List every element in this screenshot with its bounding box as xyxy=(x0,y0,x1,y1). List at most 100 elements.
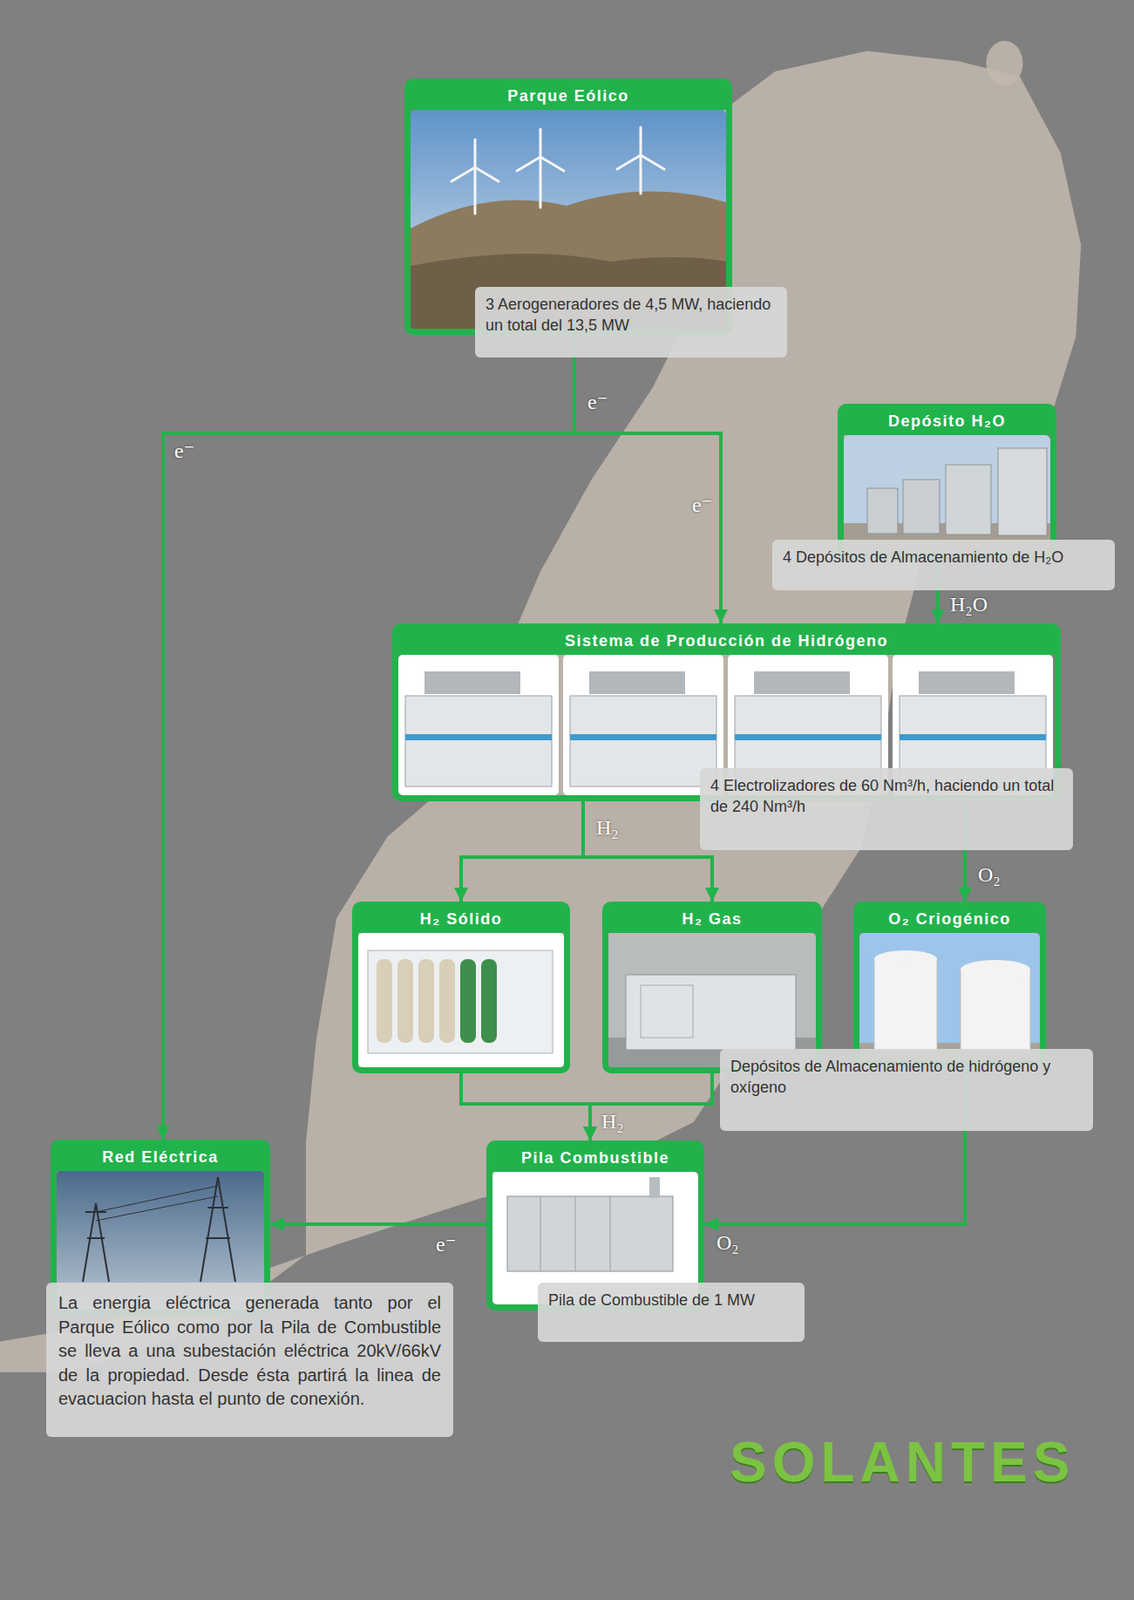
electrolyser-photos xyxy=(570,733,717,741)
box-heading: Red Eléctrica xyxy=(55,1144,265,1171)
process-box: H₂ Gas xyxy=(602,901,822,1073)
island-map xyxy=(985,40,1023,86)
wind-farm-photo xyxy=(451,167,476,182)
electrolyser-photos xyxy=(405,695,552,787)
electrolyser-photos xyxy=(918,671,1015,694)
process-box: Parque Eólico3 Aerogeneradores de 4,5 MW… xyxy=(404,78,733,335)
description-callout: 4 Electrolizadores de 60 Nm³/h, haciendo… xyxy=(699,767,1073,850)
process-box: Depósito H₂O4 Depósitos de Almacenamient… xyxy=(837,403,1057,559)
solid-hydrogen-photo xyxy=(358,932,564,1067)
fuel-cell-photo xyxy=(649,1176,660,1198)
process-box: H₂ Sólido xyxy=(352,901,571,1073)
hydrogen-gas-photo xyxy=(625,974,796,1050)
solid-hydrogen-photo xyxy=(418,958,435,1043)
process-box: O₂ Criogénico xyxy=(853,901,1046,1067)
flow-connector xyxy=(270,1222,487,1226)
flow-label: H₂ xyxy=(596,815,619,839)
electrolyser-photos xyxy=(589,671,686,694)
solid-hydrogen-photo xyxy=(397,958,414,1043)
wind-farm-photo xyxy=(475,167,499,182)
electrolyser-photos xyxy=(405,733,1046,741)
flow-connector xyxy=(574,334,721,624)
fuel-cell-photo xyxy=(540,1195,611,1271)
hydrogen-gas-photo xyxy=(608,932,816,1067)
power-grid-photo xyxy=(82,1176,236,1282)
hydrogen-gas-photo xyxy=(608,932,816,1067)
flow-label: e⁻ xyxy=(692,493,713,517)
box-heading: H₂ Gas xyxy=(607,906,817,933)
oxygen-tank-photo xyxy=(960,959,1031,979)
box-heading: Depósito H₂O xyxy=(842,408,1052,435)
description-callout: 4 Depósitos de Almacenamiento de H₂O xyxy=(772,539,1115,591)
process-box: Sistema de Producción de Hidrógeno4 Elec… xyxy=(392,623,1061,802)
electrolyser-photos xyxy=(424,671,521,694)
flow-connector xyxy=(162,334,575,1140)
wind-farm-photo xyxy=(539,129,543,157)
oxygen-tank-photo xyxy=(960,969,1031,1050)
box-heading: Pila Combustible xyxy=(491,1145,700,1172)
flow-connector xyxy=(461,801,584,902)
solid-hydrogen-photo xyxy=(376,958,393,1043)
solid-hydrogen-photo xyxy=(481,958,497,1043)
electrolyser-photos xyxy=(753,671,850,694)
wind-farm-photo xyxy=(516,156,541,171)
wind-farm-photo xyxy=(617,155,641,170)
wind-farm-photo xyxy=(540,156,564,171)
solid-hydrogen-photo xyxy=(358,932,564,1067)
electrolyser-photos xyxy=(734,733,882,741)
island-map xyxy=(0,51,1081,1372)
note-callout: Depósitos de Almacenamiento de hidrógeno… xyxy=(719,1048,1094,1131)
power-grid-photo xyxy=(82,1202,109,1282)
fuel-cell-photo xyxy=(575,1195,577,1271)
wind-farm-photo xyxy=(451,127,665,214)
electrolyser-photos xyxy=(405,733,552,741)
island-map xyxy=(0,40,1081,1372)
power-grid-photo xyxy=(200,1176,236,1282)
box-heading: H₂ Sólido xyxy=(357,906,565,933)
solid-hydrogen-photo xyxy=(439,958,455,1043)
fuel-cell-photo xyxy=(540,1195,542,1271)
flow-label: H₂ xyxy=(601,1109,625,1133)
electrolyser-photos xyxy=(570,695,717,787)
fuel-cell-photo xyxy=(610,1195,612,1271)
electrolyser-photos xyxy=(398,654,559,795)
description-callout: 3 Aerogeneradores de 4,5 MW, haciendo un… xyxy=(475,286,788,358)
water-tank-photo xyxy=(843,434,1051,553)
wind-farm-photo xyxy=(639,127,643,156)
flow-label: O₂ xyxy=(716,1230,740,1254)
box-heading: Sistema de Producción de Hidrógeno xyxy=(397,628,1056,655)
process-box: Red EléctricaLa energia eléctrica genera… xyxy=(50,1139,271,1316)
oxygen-tank-photo xyxy=(859,932,1040,1060)
wind-farm-photo xyxy=(539,156,543,208)
solid-hydrogen-photo xyxy=(460,958,476,1043)
oxygen-tank-photo xyxy=(874,950,938,968)
hydrogen-gas-photo xyxy=(640,984,693,1038)
water-tank-photo xyxy=(867,488,898,534)
water-tank-photo xyxy=(903,479,940,534)
flow-label: e⁻ xyxy=(435,1232,456,1256)
flow-label: H₂O xyxy=(950,592,988,616)
flow-label: O₂ xyxy=(977,862,1001,886)
flow-connector xyxy=(461,1072,591,1141)
wind-farm-photo xyxy=(640,155,665,170)
flow-connector xyxy=(583,801,713,902)
electrolyser-photos xyxy=(424,671,1015,694)
oxygen-tank-photo xyxy=(859,932,1040,1060)
solid-hydrogen-photo xyxy=(367,950,553,1053)
water-tank-photo xyxy=(998,448,1047,536)
oxygen-tank-photo xyxy=(874,958,938,1051)
water-tank-photo xyxy=(843,434,1051,553)
wind-farm-photo xyxy=(474,167,477,214)
flow-label: e⁻ xyxy=(174,439,195,462)
electrolyser-photos xyxy=(899,733,1046,741)
flow-connector xyxy=(590,1072,713,1141)
description-callout: La energia eléctrica generada tanto por … xyxy=(46,1282,454,1437)
description-callout: Pila de Combustible de 1 MW xyxy=(537,1282,805,1342)
company-logo: SOLANTES xyxy=(729,1431,1075,1493)
flow-label: e⁻ xyxy=(587,390,608,414)
power-grid-photo xyxy=(95,1185,218,1221)
wind-farm-photo xyxy=(474,139,477,168)
box-heading: Parque Eólico xyxy=(409,83,727,110)
